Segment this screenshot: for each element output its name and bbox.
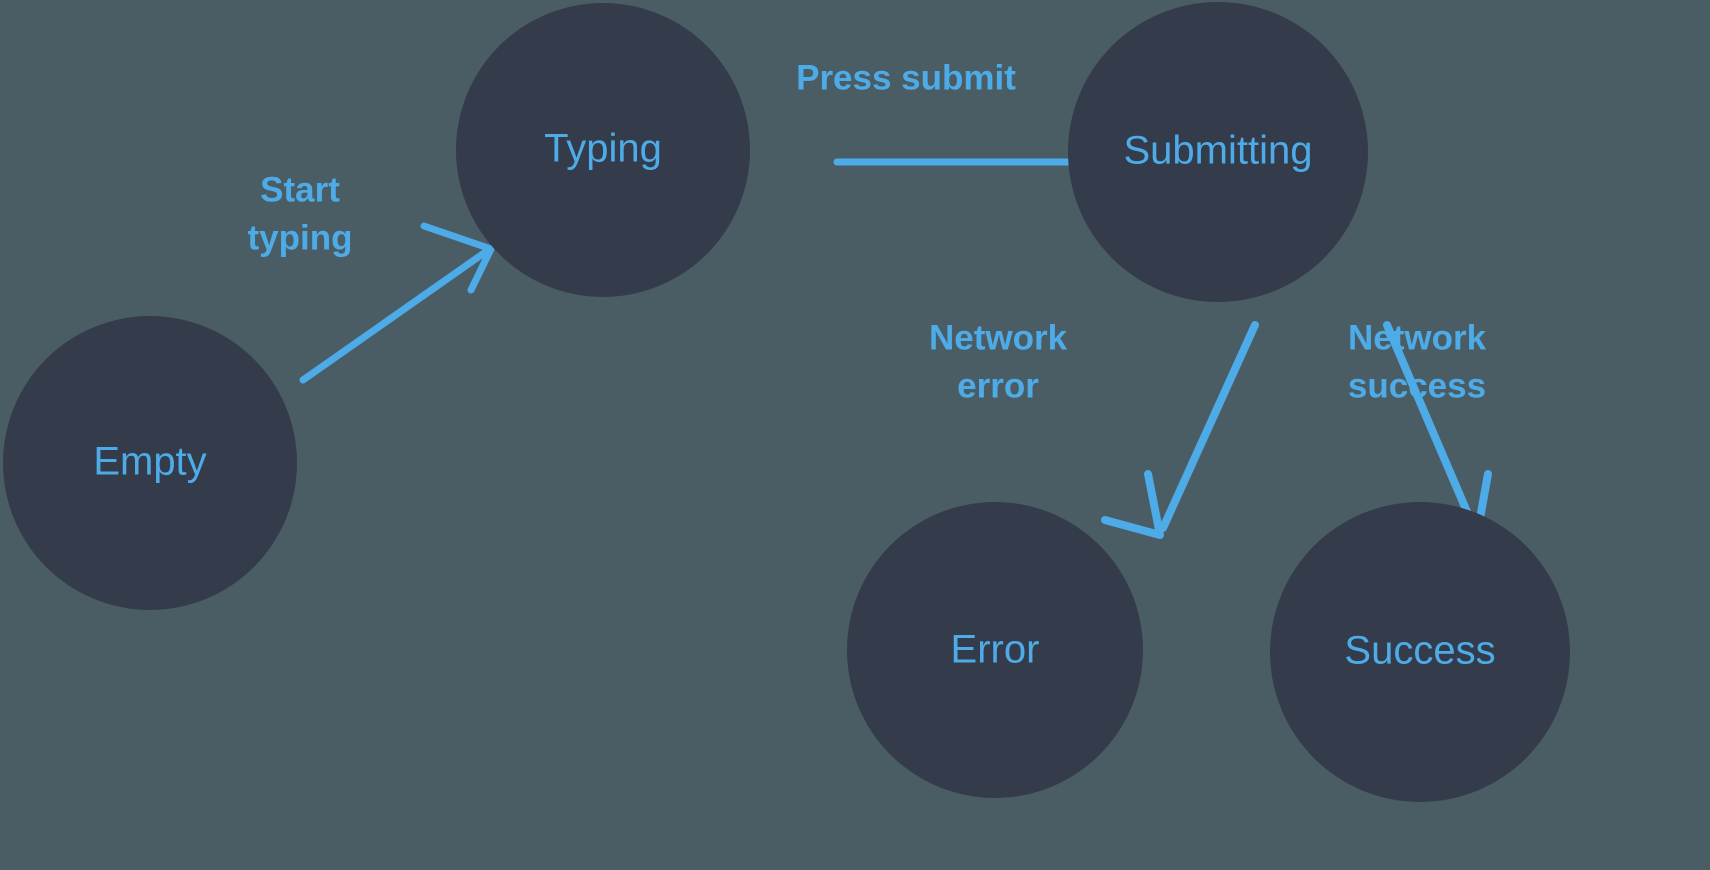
edge-label-start-typing-line2: typing	[248, 218, 353, 257]
state-label-error: Error	[951, 628, 1040, 672]
state-circle-typing[interactable]	[456, 3, 750, 297]
edge-network-error-arrowhead	[1101, 470, 1164, 539]
edge-label-press-submit-line1: Press submit	[796, 58, 1016, 97]
state-circle-empty[interactable]	[3, 316, 297, 610]
state-label-submitting: Submitting	[1124, 129, 1313, 173]
edge-network-error	[1101, 321, 1259, 539]
state-circle-submitting[interactable]	[1068, 2, 1368, 302]
state-label-empty: Empty	[93, 440, 206, 484]
edge-label-network-success-line1: Network	[1348, 318, 1487, 357]
edge-label-network-success: Network success	[1348, 318, 1487, 405]
edge-label-press-submit: Press submit	[796, 58, 1016, 97]
edge-network-success-line	[1383, 321, 1478, 532]
state-node-success[interactable]: Success	[1270, 502, 1570, 802]
edge-label-network-error-line2: error	[957, 366, 1039, 405]
state-node-error[interactable]: Error	[847, 502, 1143, 798]
edge-label-network-success-line2: success	[1348, 366, 1486, 405]
edge-start-typing-line	[299, 247, 491, 384]
edge-label-start-typing-line1: Start	[260, 170, 340, 209]
edge-label-start-typing: Start typing	[248, 170, 353, 257]
edge-start-typing	[299, 222, 495, 384]
edge-network-error-line	[1159, 321, 1259, 532]
state-circle-error[interactable]	[847, 502, 1143, 798]
state-node-typing[interactable]: Typing	[456, 3, 750, 297]
state-node-submitting[interactable]: Submitting	[1068, 2, 1368, 302]
edge-label-network-error-line1: Network	[929, 318, 1068, 357]
state-circle-success[interactable]	[1270, 502, 1570, 802]
state-label-success: Success	[1344, 629, 1495, 673]
edge-label-network-error: Network error	[929, 318, 1068, 405]
state-label-typing: Typing	[544, 127, 662, 171]
edge-start-typing-arrowhead	[420, 222, 495, 294]
state-node-empty[interactable]: Empty	[3, 316, 297, 610]
